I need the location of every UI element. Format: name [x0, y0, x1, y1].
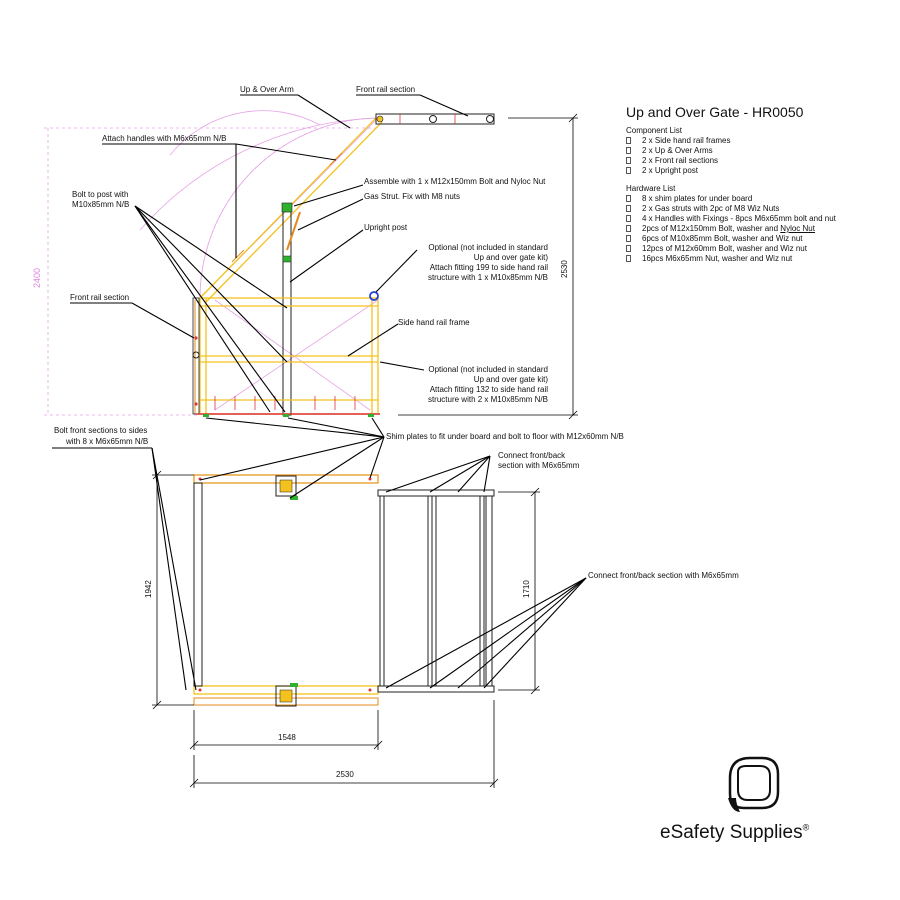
checkbox-icon [626, 137, 631, 144]
list-item: 2 x Up & Over Arms [626, 146, 886, 156]
checkbox-icon [626, 215, 631, 222]
callout-front-rail-top: Front rail section [356, 85, 415, 94]
dimension-2530-vertical [398, 113, 578, 420]
callout-optional-2-l2: Up and over gate kit) [474, 375, 549, 384]
plan-right-frame [377, 489, 495, 693]
list-item: 2 x Front rail sections [626, 156, 886, 166]
callout-connect-2: section with M6x65mm [498, 461, 580, 470]
dimension-1710-line [498, 487, 540, 695]
dimension-1548-line [189, 710, 383, 750]
upright-post [281, 202, 301, 416]
callout-optional-1-l2: Up and over gate kit) [474, 253, 549, 262]
callout-connect-long: Connect front/back section with M6x65mm [588, 571, 739, 580]
checkbox-icon [626, 255, 631, 262]
callout-optional-2-l3: Attach fitting 132 to side hand rail [430, 385, 549, 394]
dimension-1942-label: 1942 [144, 580, 153, 598]
plan-left-frame [193, 474, 379, 707]
list-item: 6pcs of M10x85mm Bolt, washer and Wiz nu… [626, 234, 886, 244]
checkbox-icon [626, 147, 631, 154]
callout-bolt-post-2: M10x85mm N/B [72, 200, 129, 209]
hardware-list-heading: Hardware List [626, 184, 676, 193]
component-list: 2 x Side hand rail frames 2 x Up & Over … [626, 136, 886, 176]
list-item: 2pcs of M12x150mm Bolt, washer and Nyloc… [626, 224, 886, 234]
list-item: 2 x Gas struts with 2pc of M8 Wiz Nuts [626, 204, 886, 214]
callout-upright-post: Upright post [364, 223, 408, 232]
dimension-1942-line [152, 470, 194, 710]
list-item: 4 x Handles with Fixings - 8pcs M6x65mm … [626, 214, 886, 224]
dimension-2530-horizontal-line [189, 700, 499, 788]
list-item: 16pcs M6x65mm Nut, washer and Wiz nut [626, 254, 886, 264]
dimension-1548-label: 1548 [278, 733, 296, 742]
callout-bolt-front-1: Bolt front sections to sides [54, 426, 147, 435]
list-item: 8 x shim plates for under board [626, 194, 886, 204]
registered-mark: ® [802, 822, 810, 833]
list-item: 12pcs of M12x60mm Bolt, washer and Wiz n… [626, 244, 886, 254]
checkbox-icon [626, 245, 631, 252]
callout-connect-1: Connect front/back [498, 451, 566, 460]
side-hand-rail-frame [192, 291, 380, 417]
callout-shim: Shim plates to fit under board and bolt … [386, 432, 624, 441]
page-title: Up and Over Gate - HR0050 [626, 104, 804, 120]
callout-optional-1-l3: Attach fitting 199 to side hand rail [430, 263, 549, 272]
checkbox-icon [626, 235, 631, 242]
callout-side-rail-frame: Side hand rail frame [398, 318, 470, 327]
callout-optional-2-l1: Optional (not included in standard [428, 365, 548, 374]
callout-gas-strut: Gas Strut. Fix with M8 nuts [364, 192, 460, 201]
list-item: 2 x Side hand rail frames [626, 136, 886, 146]
callout-optional-1-l1: Optional (not included in standard [428, 243, 548, 252]
callout-front-rail-left: Front rail section [70, 293, 129, 302]
checkbox-icon [626, 195, 631, 202]
callout-assemble: Assemble with 1 x M12x150mm Bolt and Nyl… [364, 177, 546, 186]
callout-up-over-arm: Up & Over Arm [240, 85, 294, 94]
dimension-2400: 2400 [32, 268, 42, 288]
esafety-logo-icon [728, 756, 780, 812]
callout-optional-2-l4: structure with 2 x M10x85mm N/B [428, 395, 548, 404]
callout-attach-handles: Attach handles with M6x65mm N/B [102, 134, 227, 143]
callout-bolt-post-1: Bolt to post with [72, 190, 128, 199]
list-item: 2 x Upright post [626, 166, 886, 176]
hardware-list: 8 x shim plates for under board 2 x Gas … [626, 194, 886, 264]
checkbox-icon [626, 157, 631, 164]
leader-lines [52, 94, 587, 691]
swing-guide-lines [44, 110, 379, 416]
checkbox-icon [626, 225, 631, 232]
brand-name: eSafety Supplies® [660, 822, 810, 843]
dimension-2530-h-label: 2530 [336, 770, 354, 779]
dimension-2530-v-label: 2530 [560, 260, 569, 278]
component-list-heading: Component List [626, 126, 683, 135]
callout-bolt-front-2: with 8 x M6x65mm N/B [65, 437, 148, 446]
checkbox-icon [626, 205, 631, 212]
dimension-1710-label: 1710 [522, 580, 531, 598]
callout-optional-1-l4: structure with 1 x M10x85mm N/B [428, 273, 548, 282]
checkbox-icon [626, 167, 631, 174]
front-rail-top [375, 113, 495, 125]
spec-panel: Up and Over Gate - HR0050 Component List… [626, 104, 886, 272]
